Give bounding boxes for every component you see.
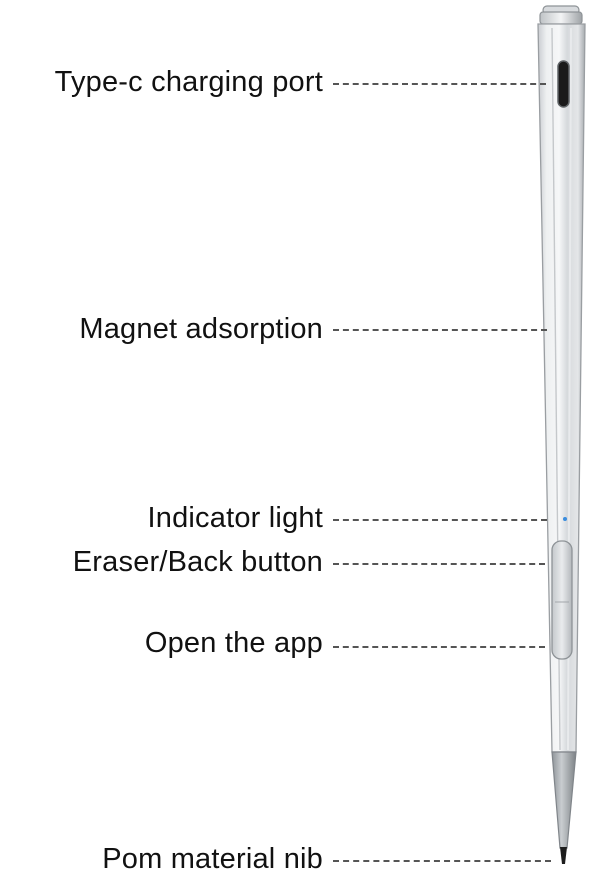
pen-nib-cone xyxy=(551,751,577,849)
label-type-c-charging-port: Type-c charging port xyxy=(54,66,323,98)
label-eraser-back-button: Eraser/Back button xyxy=(72,546,323,578)
leader-line xyxy=(333,329,547,331)
label-pom-material-nib: Pom material nib xyxy=(102,843,323,875)
eraser-back-button-icon xyxy=(551,540,573,660)
pom-nib-tip xyxy=(560,847,567,864)
label-open-the-app: Open the app xyxy=(144,627,323,659)
indicator-light-icon xyxy=(563,517,567,521)
label-indicator-light: Indicator light xyxy=(147,502,323,534)
leader-line xyxy=(333,563,545,565)
leader-line xyxy=(333,646,545,648)
label-magnet-adsorption: Magnet adsorption xyxy=(79,313,323,345)
leader-line xyxy=(333,519,547,521)
leader-line xyxy=(333,83,546,85)
leader-line xyxy=(333,860,551,862)
pen-top-cap xyxy=(539,5,583,25)
type-c-port-icon xyxy=(557,60,570,108)
